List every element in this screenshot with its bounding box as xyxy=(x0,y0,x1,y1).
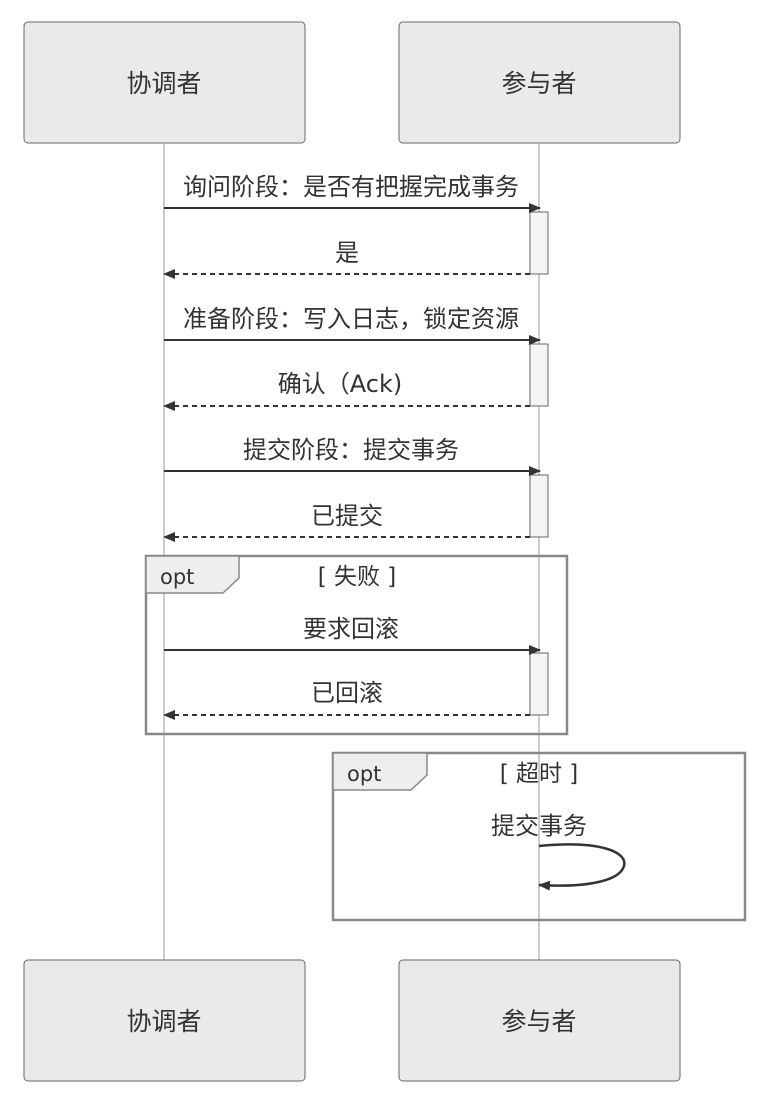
message-label: 准备阶段：写入日志，锁定资源 xyxy=(183,305,519,333)
message-label: 提交阶段：提交事务 xyxy=(243,436,459,464)
frame-condition: [ 超时 ] xyxy=(500,761,579,787)
message-label: 询问阶段：是否有把握完成事务 xyxy=(183,173,519,201)
actor-label: 参与者 xyxy=(501,1007,576,1036)
actor-top-coordinator: 协调者 xyxy=(23,21,306,144)
frame-condition: [ 失败 ] xyxy=(318,564,397,590)
message-label: 已提交 xyxy=(311,502,383,530)
activation-bar xyxy=(529,343,549,407)
self-message-label: 提交事务 xyxy=(491,812,587,840)
message-label: 要求回滚 xyxy=(303,615,399,643)
opt-frame-timeout: opt [ 超时 ] xyxy=(331,751,747,922)
message-label: 已回滚 xyxy=(311,679,383,707)
message-label: 确认（Ack) xyxy=(278,370,402,398)
actor-label: 协调者 xyxy=(126,1007,201,1036)
actor-top-participant: 参与者 xyxy=(398,21,681,144)
frame-keyword: opt xyxy=(160,565,194,589)
frame-keyword: opt xyxy=(347,762,381,786)
message-label: 是 xyxy=(335,239,359,267)
actor-bottom-participant: 参与者 xyxy=(398,959,681,1082)
activation-bar xyxy=(529,211,549,275)
activation-bar xyxy=(529,474,549,538)
self-message-arrow xyxy=(538,843,626,891)
actor-label: 协调者 xyxy=(126,69,201,98)
actor-bottom-coordinator: 协调者 xyxy=(23,959,306,1082)
activation-bar xyxy=(529,652,549,716)
opt-frame-failure: opt [ 失败 ] xyxy=(144,554,569,736)
actor-label: 参与者 xyxy=(501,69,576,98)
